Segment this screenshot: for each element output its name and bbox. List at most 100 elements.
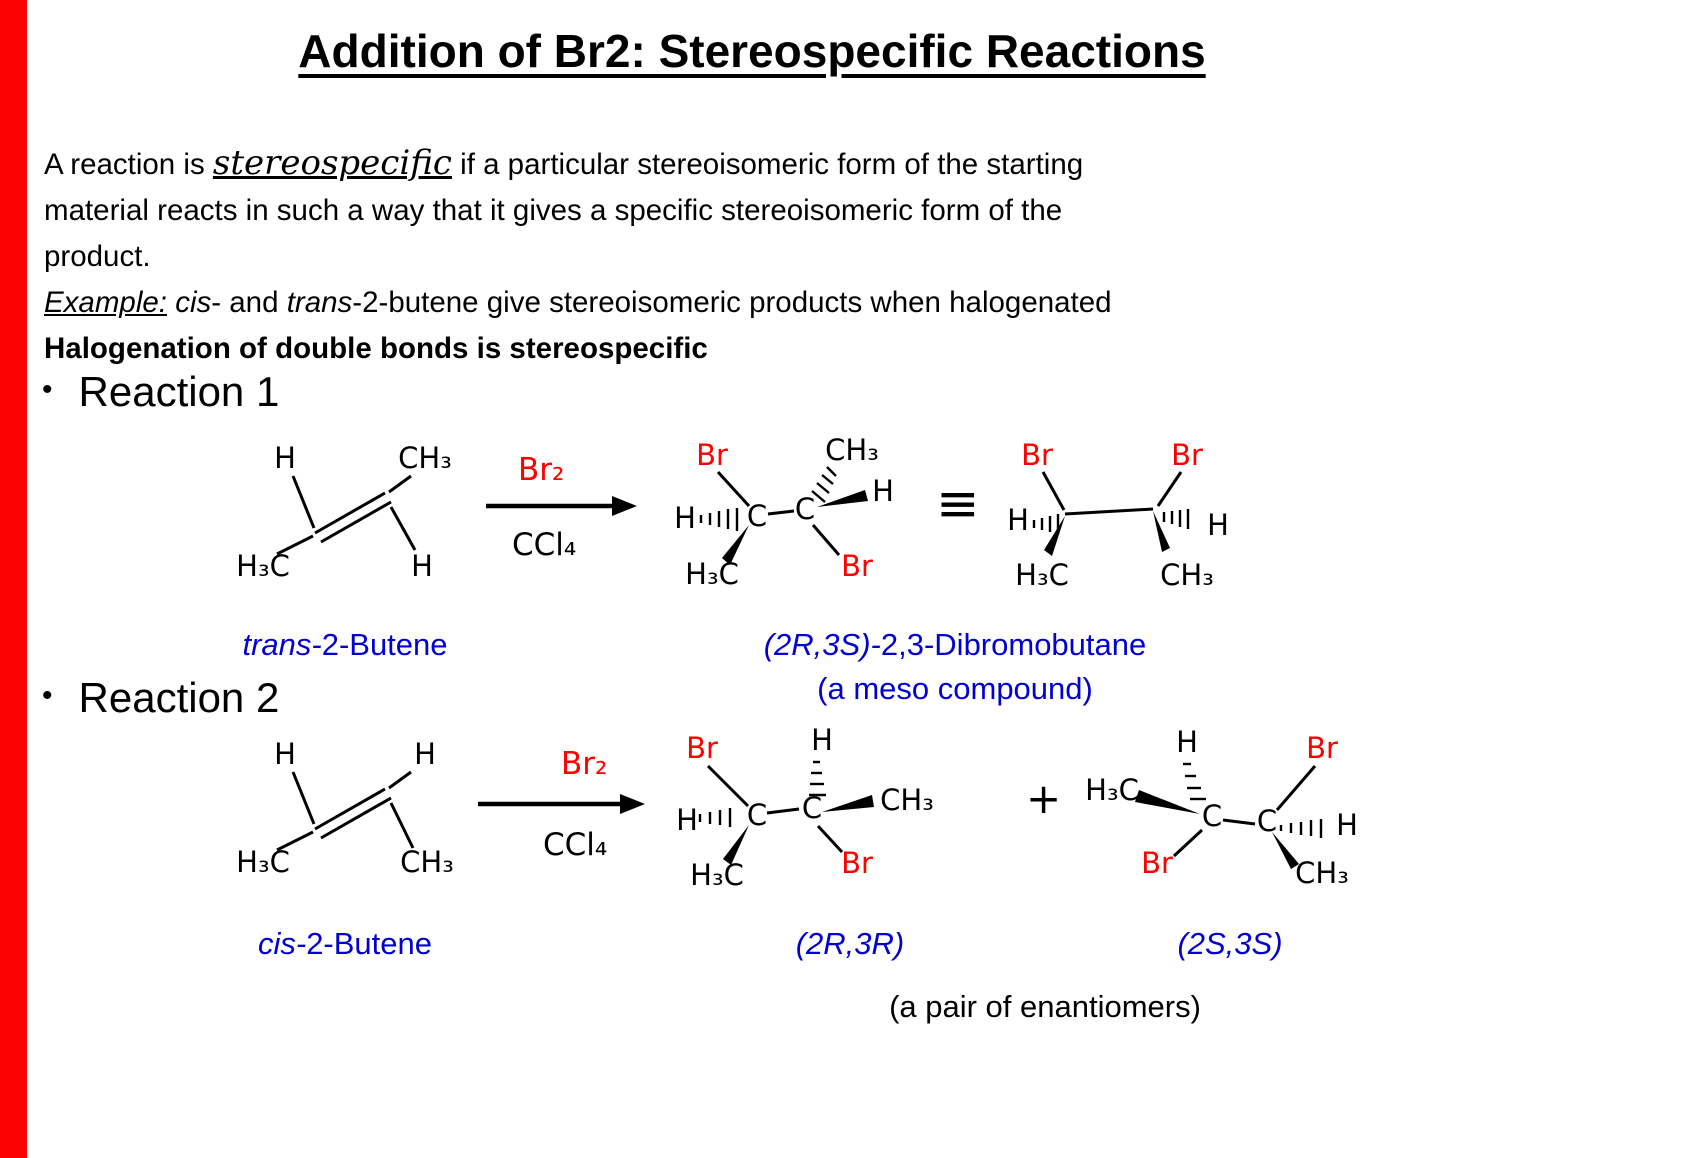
atom-br-top: Br xyxy=(696,438,728,472)
bond xyxy=(389,802,415,849)
atom-br-right: Br xyxy=(1171,438,1203,472)
trans-word: trans xyxy=(286,286,353,319)
atom-br-bottom: Br xyxy=(841,846,873,880)
hash-wedge-h-left xyxy=(1032,514,1060,534)
atom-c2: C xyxy=(795,492,815,526)
bond xyxy=(291,771,316,825)
definition-pre: A reaction is xyxy=(44,148,213,181)
atom-c1: C xyxy=(1202,799,1222,833)
bond-br-c2 xyxy=(1275,765,1317,811)
slide-title-text: Addition of Br2: Stereospecific Reaction… xyxy=(298,25,1206,77)
hash-wedge-h-top xyxy=(809,760,826,797)
atom-h3c-bottom-left: H₃C xyxy=(236,549,290,583)
bullet-icon: • xyxy=(42,373,53,406)
bond-c1-c2 xyxy=(1222,818,1256,826)
bond-c1-br xyxy=(1172,828,1204,858)
bond-br-c1 xyxy=(706,764,750,808)
label-rest: 2,3-Dibromobutane xyxy=(880,627,1147,662)
product-2s3s-structure: H Br H₃C C C H Br CH₃ xyxy=(1085,725,1358,890)
enantiomers-label: (a pair of enantiomers) xyxy=(889,989,1201,1024)
reagent-br2: Br₂ xyxy=(518,452,565,488)
product-2r3r-label: (2R,3R) xyxy=(795,926,905,961)
solid-wedge-h3c xyxy=(723,825,749,865)
reaction1-heading: • Reaction 1 xyxy=(42,368,279,416)
reaction1-arrow xyxy=(486,496,637,516)
atom-ch3-bottom: CH₃ xyxy=(1295,856,1349,890)
example-mid: - and xyxy=(211,286,287,319)
bond xyxy=(291,475,316,529)
hash-wedge-h-left xyxy=(698,808,732,827)
label-italic-part: trans- xyxy=(242,627,322,662)
solvent-ccl4: CCl₄ xyxy=(512,527,577,563)
equivalence-sign: ≡ xyxy=(936,474,980,534)
bond-br-left xyxy=(1041,471,1066,511)
atom-c1: C xyxy=(747,499,767,533)
bond-br-c1 xyxy=(716,470,751,508)
atom-h-top: H xyxy=(811,723,833,757)
product-2s3s-label: (2S,3S) xyxy=(1177,926,1283,961)
atom-h-top-right: H xyxy=(414,737,436,771)
atom-c1: C xyxy=(747,798,767,832)
reaction2-heading: • Reaction 2 xyxy=(42,674,279,722)
hash-wedge-h-left xyxy=(699,508,739,531)
atom-h-left: H xyxy=(1007,503,1029,537)
atom-ch3-bottom: CH₃ xyxy=(1160,558,1214,592)
double-bond xyxy=(314,491,392,544)
plus-sign: + xyxy=(1026,774,1062,823)
dibromobutane-wedge-structure: Br CH₃ H H C C H₃C Br xyxy=(674,433,894,591)
atom-h-left: H xyxy=(674,501,696,535)
bond-c1-c2 xyxy=(767,509,795,516)
atom-h-top-left: H xyxy=(274,441,296,475)
definition-line3: product. xyxy=(44,240,151,273)
hash-wedge-h-right xyxy=(1279,819,1323,838)
bond-c-c xyxy=(1064,507,1154,516)
atom-h-left: H xyxy=(676,803,698,837)
atom-br-bottom: Br xyxy=(841,549,873,583)
cis-2-butene-structure: H H H₃C CH₃ xyxy=(236,737,454,879)
trans-butene-label: trans-2-Butene xyxy=(205,627,485,663)
atom-ch3-top-right: CH₃ xyxy=(398,441,452,475)
label-italic-part: (2R,3S)- xyxy=(763,627,881,662)
example-label: Example: xyxy=(44,286,167,319)
reaction2-heading-label: Reaction 2 xyxy=(78,674,280,721)
double-bond xyxy=(314,787,392,840)
cis-butene-label: cis-2-Butene xyxy=(205,926,485,962)
stereospecific-term: stereospecific xyxy=(212,143,452,183)
solid-wedge-ch3-right xyxy=(822,795,874,812)
reaction1-heading-label: Reaction 1 xyxy=(78,368,280,415)
trans-2-butene-structure: H CH₃ H₃C H xyxy=(236,441,452,583)
cis-word: cis xyxy=(175,286,212,319)
solid-wedge-h3c xyxy=(1044,516,1065,556)
solid-wedge-ch3-bottom xyxy=(1272,832,1299,869)
arrowhead xyxy=(620,794,645,814)
definition-line1-rest: if a particular stereoisomeric form of t… xyxy=(451,148,1084,181)
atom-h-top: H xyxy=(1176,725,1198,759)
atom-br-left: Br xyxy=(1021,438,1053,472)
bond-c1-c2 xyxy=(766,807,800,815)
solvent-ccl4: CCl₄ xyxy=(543,827,608,863)
dibromobutane-zigzag-structure: Br Br H H H₃C CH₃ xyxy=(1007,438,1229,592)
atom-h-right: H xyxy=(1336,808,1358,842)
atom-br-top: Br xyxy=(686,731,718,765)
bond xyxy=(388,770,412,790)
bond xyxy=(388,474,412,494)
atom-h3c-left: H₃C xyxy=(1085,773,1139,807)
meso-sublabel: (a meso compound) xyxy=(817,671,1093,706)
bond-c2-br xyxy=(816,824,844,854)
atom-ch3-right: CH₃ xyxy=(880,783,934,817)
intro-block: A reaction is stereospecific if a partic… xyxy=(44,140,1334,372)
hash-wedge-h-top xyxy=(1183,762,1206,801)
atom-h-right: H xyxy=(872,474,894,508)
definition-paragraph: A reaction is stereospecific if a partic… xyxy=(44,140,1334,280)
meso-product-label: (2R,3S)-2,3-Dibromobutane xyxy=(690,627,1220,663)
product-2r3r-structure: Br H CH₃ H C C H₃C Br xyxy=(676,723,934,892)
arrowhead xyxy=(612,496,637,516)
reaction2-arrow xyxy=(478,794,645,814)
bond xyxy=(276,830,314,852)
bond xyxy=(276,534,314,556)
atom-h3c-bottom-left: H₃C xyxy=(236,845,290,879)
atom-h3c-bottom: H₃C xyxy=(1015,558,1069,592)
left-accent-bar xyxy=(0,0,27,1158)
atom-ch3-bottom-right: CH₃ xyxy=(400,845,454,879)
atom-h-top-left: H xyxy=(274,737,296,771)
